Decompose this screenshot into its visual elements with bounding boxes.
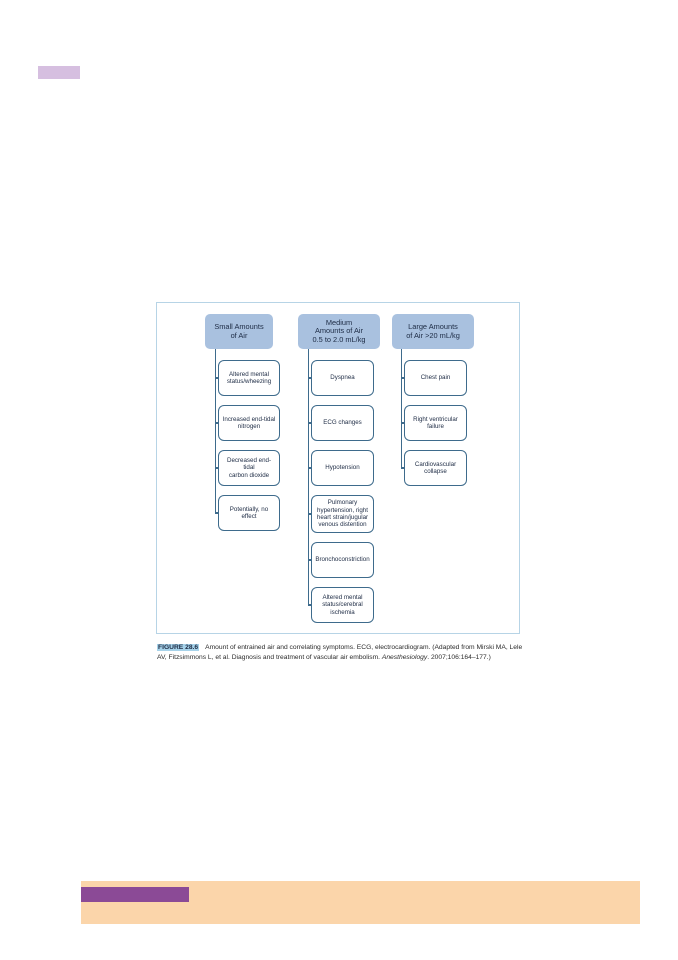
symptom-box: Bronchoconstriction xyxy=(311,542,374,578)
symptom-box: ECG changes xyxy=(311,405,374,441)
symptom-box: Cardiovascular collapse xyxy=(404,450,467,486)
connector-line xyxy=(308,467,311,469)
connector-line xyxy=(215,377,218,379)
column-header: Medium Amounts of Air 0.5 to 2.0 mL/kg xyxy=(298,314,380,349)
symptom-box: Right ventricular failure xyxy=(404,405,467,441)
connector-line xyxy=(308,377,311,379)
connector-line xyxy=(215,512,218,514)
caption-journal: Anesthesiology xyxy=(381,654,428,661)
caption-citation: . 2007;106:164–177.) xyxy=(427,654,491,661)
connector-line xyxy=(308,513,311,515)
symptom-box: Chest pain xyxy=(404,360,467,396)
symptom-box: Dyspnea xyxy=(311,360,374,396)
connector-line xyxy=(308,349,310,605)
connector-line xyxy=(215,422,218,424)
connector-line xyxy=(215,467,218,469)
connector-line xyxy=(401,377,404,379)
column-header: Large Amounts of Air >20 mL/kg xyxy=(392,314,474,349)
footer-tab xyxy=(81,887,189,902)
figure-label: FIGURE 28.6 xyxy=(157,644,200,651)
connector-line xyxy=(401,467,404,469)
symptom-box: Increased end-tidal nitrogen xyxy=(218,405,280,441)
connector-line xyxy=(215,349,217,513)
symptom-box: Altered mental status/cerebral ischemia xyxy=(311,587,374,623)
connector-line xyxy=(308,559,311,561)
symptom-box: Hypotension xyxy=(311,450,374,486)
symptom-box: Potentially, no effect xyxy=(218,495,280,531)
connector-line xyxy=(401,349,403,468)
connector-line xyxy=(308,604,311,606)
caption-text: Amount of entrained air and correlating … xyxy=(157,644,523,661)
connector-line xyxy=(308,422,311,424)
symptom-box: Decreased end-tidal carbon dioxide xyxy=(218,450,280,486)
symptom-box: Pulmonary hypertension, right heart stra… xyxy=(311,495,374,533)
symptom-box: Altered mental status/wheezing xyxy=(218,360,280,396)
page-corner-tab xyxy=(38,66,80,79)
column-header: Small Amounts of Air xyxy=(205,314,273,349)
connector-line xyxy=(401,422,404,424)
